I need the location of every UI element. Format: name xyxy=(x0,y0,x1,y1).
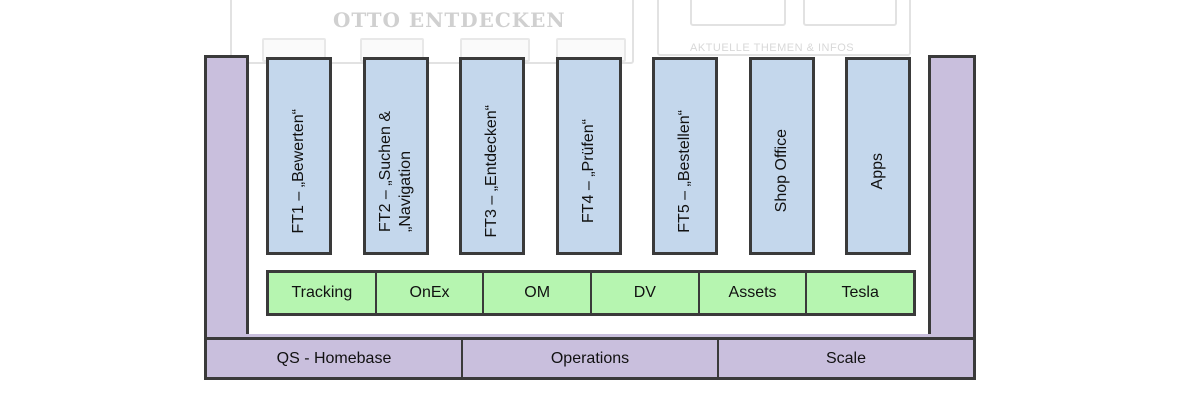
platform-cell-om: OM xyxy=(484,273,593,313)
platform-cell-tracking: Tracking xyxy=(269,273,377,313)
background-sketch-subtitle: AKTUELLE THEMEN & INFOS xyxy=(690,42,855,54)
background-sketch-frame-left xyxy=(230,0,634,64)
background-sketch-title: OTTO ENTDECKEN xyxy=(333,8,566,32)
feature-team-column-ft1: FT1 – „Bewerten“ xyxy=(266,57,332,255)
feature-team-label: FT1 – „Bewerten“ xyxy=(290,108,307,234)
feature-team-label: FT2 – „Suchen & „Navigation xyxy=(377,110,414,232)
foundation-right-pillar xyxy=(928,55,976,355)
feature-team-column-apps: Apps xyxy=(845,57,911,255)
background-sketch-box-1 xyxy=(690,0,786,26)
foundation-left-pillar xyxy=(204,55,249,355)
platform-cell-tesla: Tesla xyxy=(841,284,879,301)
platform-layer: Tracking OnEx OM DV Assets Tesla xyxy=(266,270,916,316)
feature-team-column-ft3: FT3 – „Entdecken“ xyxy=(459,57,525,255)
feature-team-label: Shop Office xyxy=(773,129,790,213)
platform-cell-dv: DV xyxy=(592,273,700,313)
platform-cell-onex: OnEx xyxy=(377,273,485,313)
foundation-cell-scale: Scale xyxy=(825,349,867,367)
feature-team-column-ft4: FT4 – „Prüfen“ xyxy=(556,57,622,255)
foundation-cell-qs-homebase: QS - Homebase xyxy=(207,340,463,377)
feature-team-label: FT4 – „Prüfen“ xyxy=(580,118,597,224)
feature-team-column-ft5: FT5 – „Bestellen“ xyxy=(652,57,718,255)
feature-team-column-shop-office: Shop Office xyxy=(749,57,815,255)
feature-team-label: FT3 – „Entdecken“ xyxy=(483,104,500,238)
background-sketch-frame-right xyxy=(657,0,911,56)
platform-cell-assets: Assets xyxy=(700,273,808,313)
feature-team-label: Apps xyxy=(869,152,886,190)
foundation-cell-operations: Operations xyxy=(463,340,719,377)
background-sketch-box-2 xyxy=(803,0,897,26)
foundation-layer: QS - Homebase Operations Scale xyxy=(204,337,976,380)
feature-team-label: FT5 – „Bestellen“ xyxy=(676,109,693,233)
feature-team-column-ft2: FT2 – „Suchen & „Navigation xyxy=(363,57,429,255)
